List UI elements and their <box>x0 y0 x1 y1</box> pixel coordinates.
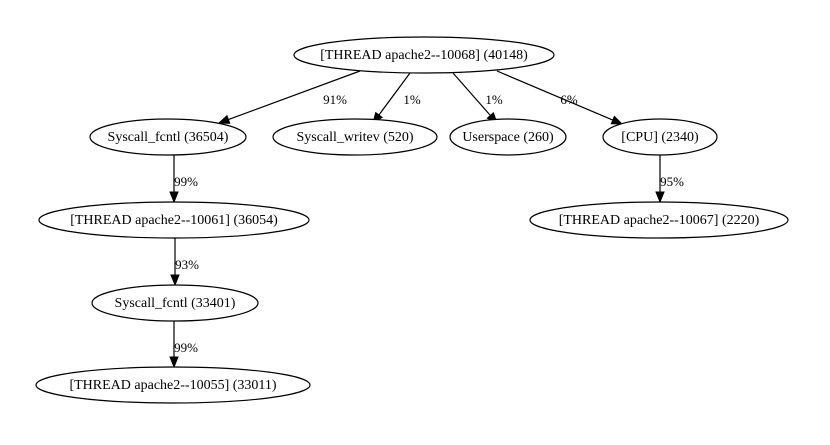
node-n1[interactable]: Syscall_fcntl (36504) <box>89 118 247 156</box>
node-ellipse[interactable] <box>38 201 310 239</box>
edge-line <box>228 70 361 121</box>
node-n4[interactable]: [CPU] (2340) <box>602 118 718 156</box>
edge-n0-n1: 91% <box>217 70 361 124</box>
node-label: Userspace (260) <box>462 130 554 145</box>
edge-n0-n3: 1% <box>452 72 503 125</box>
node-n3[interactable]: Userspace (260) <box>449 118 567 156</box>
edge-n0-n2: 1% <box>372 72 421 125</box>
node-ellipse[interactable] <box>602 118 718 156</box>
node-n8[interactable]: [THREAD apache2--10055] (33011) <box>35 366 311 404</box>
arrowhead <box>610 115 624 125</box>
edge-label: 99% <box>174 340 198 355</box>
node-ellipse[interactable] <box>449 118 567 156</box>
node-n6[interactable]: [THREAD apache2--10067] (2220) <box>529 201 789 239</box>
node-ellipse[interactable] <box>293 36 555 74</box>
node-ellipse[interactable] <box>89 118 247 156</box>
arrowhead <box>170 274 180 287</box>
node-n2[interactable]: Syscall_writev (520) <box>272 118 438 156</box>
arrowhead <box>169 191 179 204</box>
node-label: [THREAD apache2--10067] (2220) <box>559 213 760 228</box>
edge-label: 91% <box>323 92 347 107</box>
arrowhead <box>655 191 665 204</box>
node-label: [THREAD apache2--10055] (33011) <box>69 378 276 393</box>
edge-label: 1% <box>403 92 421 107</box>
node-label: Syscall_fcntl (36504) <box>108 130 229 145</box>
edge-n7-n8: 99% <box>169 321 198 369</box>
arrowhead <box>169 356 179 369</box>
edge-n1-n5: 99% <box>169 155 198 204</box>
edge-label: 93% <box>175 257 199 272</box>
edge-line <box>378 72 411 116</box>
edge-n4-n6: 95% <box>655 155 684 204</box>
edge-label: 1% <box>485 92 503 107</box>
arrowhead <box>217 114 231 124</box>
node-label: Syscall_writev (520) <box>296 130 413 145</box>
node-ellipse[interactable] <box>529 201 789 239</box>
edge-label: 6% <box>560 92 578 107</box>
node-n5[interactable]: [THREAD apache2--10061] (36054) <box>38 201 310 239</box>
node-label: [THREAD apache2--10068] (40148) <box>320 48 528 63</box>
node-label: [CPU] (2340) <box>621 130 699 145</box>
node-ellipse[interactable] <box>91 284 259 322</box>
nodes-layer: [THREAD apache2--10068] (40148) Syscall_f… <box>35 36 789 404</box>
node-label: Syscall_fcntl (33401) <box>115 296 236 311</box>
node-n0[interactable]: [THREAD apache2--10068] (40148) <box>293 36 555 74</box>
edge-line <box>496 70 614 121</box>
edge-label: 95% <box>660 174 684 189</box>
node-n7[interactable]: Syscall_fcntl (33401) <box>91 284 259 322</box>
edge-n0-n4: 6% <box>496 70 624 125</box>
node-ellipse[interactable] <box>272 118 438 156</box>
edge-n5-n7: 93% <box>170 238 199 287</box>
edge-label: 99% <box>174 174 198 189</box>
node-ellipse[interactable] <box>35 366 311 404</box>
node-label: [THREAD apache2--10061] (36054) <box>70 213 278 228</box>
edge-line <box>452 72 491 116</box>
